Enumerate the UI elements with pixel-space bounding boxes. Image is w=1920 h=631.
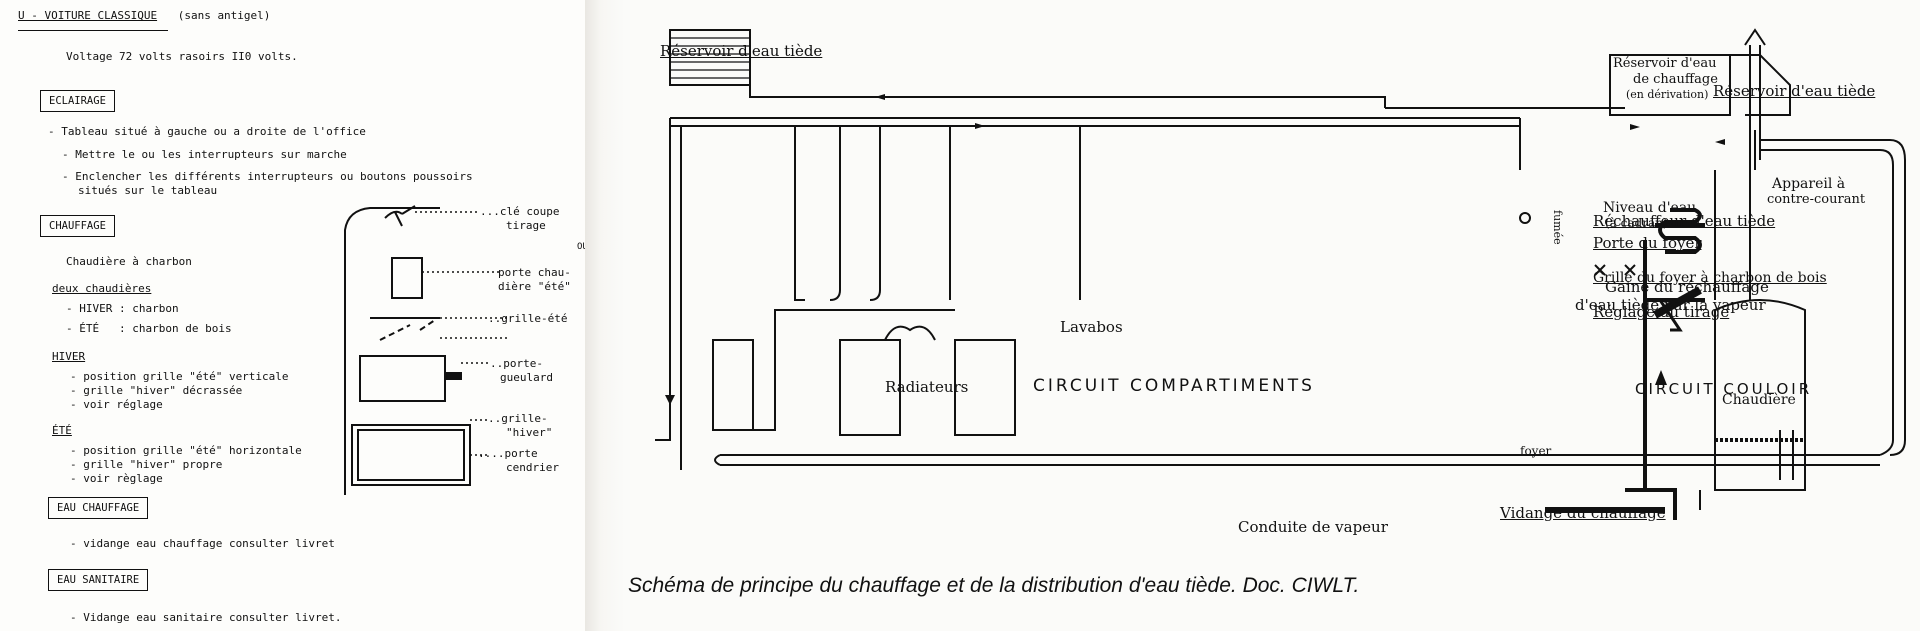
hiver-heading: HIVER — [52, 350, 86, 363]
chauffage-subheading: deux chaudières — [52, 282, 152, 295]
hiver-item: - grille "hiver" décrassée — [70, 384, 243, 397]
stove-label-gueulard: ..porte- — [490, 357, 543, 370]
eau-chauffage-heading: EAU CHAUFFAGE — [48, 497, 149, 519]
stove-label-gueulard-2: gueulard — [500, 371, 553, 384]
label-reservoir-chauffage: Réservoir d'eau — [1613, 56, 1717, 71]
section-title-note: (sans antigel) — [177, 9, 271, 22]
corridor-loop-pipe — [1760, 139, 1906, 456]
stove-label-cendrier: ....porte — [478, 447, 538, 460]
label-gaine-2: d'eau tiède par la vapeur — [1575, 296, 1766, 314]
label-appareil-2: contre-courant — [1767, 192, 1866, 207]
stove-label-grille-hiver-2: "hiver" — [506, 426, 553, 439]
book-gutter — [585, 0, 625, 631]
ete-item: - grille "hiver" propre — [70, 458, 223, 471]
ash-door-icon — [351, 424, 471, 486]
label-rechauffeur: Réchauffeur d'eau tiède — [1593, 212, 1776, 230]
label-reservoir-chauffage-2: de chauffage — [1633, 72, 1718, 87]
section-title: U - VOITURE CLASSIQUE (sans antigel) — [18, 9, 270, 22]
boiler-body-icon — [1714, 299, 1806, 491]
label-chaudiere: Chaudière — [1722, 392, 1796, 408]
stove-label-cendrier-2: cendrier — [506, 461, 559, 474]
damper-key-icon — [384, 205, 416, 227]
label-reglage-tirage: Réglage du tirage — [1593, 303, 1730, 321]
radiator-icon — [839, 339, 901, 436]
chauffage-intro: Chaudière à charbon — [66, 255, 192, 268]
label-niveau-2: (à cadran) — [1605, 216, 1668, 230]
label-appareil: Appareil à — [1772, 176, 1846, 192]
label-circuit-couloir: CIRCUIT COULOIR — [1635, 380, 1813, 398]
ete-door-icon — [391, 257, 423, 299]
left-page: U - VOITURE CLASSIQUE (sans antigel) Vol… — [0, 0, 590, 631]
label-porte-foyer: Porte du foyer — [1593, 234, 1702, 252]
label-circuit-compartiments: CIRCUIT COMPARTIMENTS — [1033, 376, 1315, 396]
stove-label-cle-2: tirage — [506, 219, 546, 232]
label-lavabos: Lavabos — [1060, 318, 1123, 336]
ete-item: - voir règlage — [70, 472, 163, 485]
stove-label-porte: porte chau- — [498, 266, 571, 279]
eclairage-line: - Enclencher les différents interrupteur… — [62, 170, 473, 183]
radiator-icon — [954, 339, 1016, 436]
label-grille-foyer: Grille du foyer à charbon de bois — [1593, 270, 1827, 286]
voltage-text: Voltage 72 volts rasoirs II0 volts. — [66, 50, 298, 63]
label-reservoir-right: Réservoir d'eau tiède — [1713, 82, 1876, 100]
eau-sanitaire-line: - Vidange eau sanitaire consulter livret… — [70, 611, 342, 624]
stove-label-porte-2: dière "été" — [498, 280, 571, 293]
label-radiateurs: Radiateurs — [885, 378, 969, 396]
label-foyer: foyer — [1520, 444, 1552, 458]
label-gaine: Gaine du réchauffage — [1605, 278, 1769, 296]
stove-label-grille-ete: ..grille-été — [488, 312, 568, 325]
gueulard-door-icon — [359, 355, 446, 402]
top-supply-pipe — [670, 117, 1520, 127]
stove-label-grille-hiver: ..grille- — [488, 412, 548, 425]
hiver-item: - position grille "été" verticale — [70, 370, 289, 383]
stove-diagram — [344, 205, 510, 495]
eclairage-line: - Mettre le ou les interrupteurs sur mar… — [62, 148, 347, 161]
counter-current-coil-icon — [1658, 208, 1702, 254]
expansion-tank-icon — [1609, 54, 1731, 116]
ete-item: - position grille "été" horizontale — [70, 444, 302, 457]
label-vidange-chauffage: Vidange du chauffage — [1500, 504, 1666, 522]
eau-chauffage-line: - vidange eau chauffage consulter livret — [70, 537, 335, 550]
eclairage-line: - Tableau situé à gauche ou a droite de … — [48, 125, 366, 138]
right-page — [625, 0, 1920, 631]
bottom-return-pipe — [720, 454, 1880, 466]
figure-caption: Schéma de principe du chauffage et de la… — [628, 574, 1360, 597]
chauffage-item: - ÉTÉ : charbon de bois — [66, 322, 232, 335]
ete-grate-icon — [379, 319, 436, 341]
label-conduite-vapeur: Conduite de vapeur — [1238, 518, 1388, 536]
left-tank-icon — [669, 29, 751, 86]
hiver-item: - voir réglage — [70, 398, 163, 411]
heating-schematic — [655, 28, 1906, 520]
label-reservoir-chauffage-3: (en dérivation) — [1626, 88, 1709, 101]
label-niveau: Niveau d'eau — [1603, 200, 1697, 216]
eclairage-line: situés sur le tableau — [78, 184, 218, 197]
label-fumee: fumée — [1551, 210, 1564, 245]
radiator-icon — [712, 339, 754, 431]
edge-mark: OU — [577, 242, 588, 252]
water-level-gauge-icon — [1519, 212, 1531, 224]
chauffage-item: - HIVER : charbon — [66, 302, 179, 315]
stove-label-cle: ...clé coupe — [480, 205, 560, 218]
title-rule — [18, 30, 168, 31]
ete-heading: ÉTÉ — [52, 424, 72, 437]
section-title-text: U - VOITURE CLASSIQUE — [18, 9, 158, 22]
eau-sanitaire-heading: EAU SANITAIRE — [48, 569, 149, 591]
stove-outline — [344, 207, 440, 495]
label-reservoir-left: Réservoir d'eau tiède — [660, 42, 823, 60]
eclairage-heading: ECLAIRAGE — [40, 90, 115, 112]
chauffage-heading: CHAUFFAGE — [40, 215, 115, 237]
